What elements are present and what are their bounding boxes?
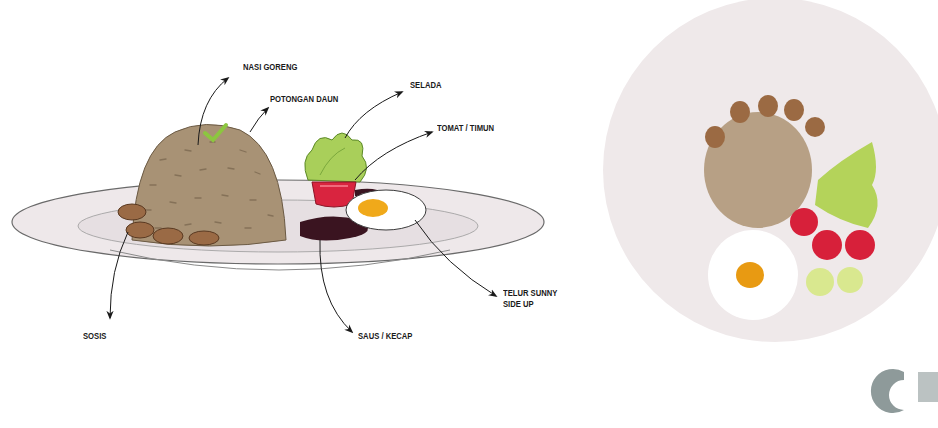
callout-label: NASI GORENG: [243, 62, 297, 73]
callout-label: POTONGAN DAUN: [270, 94, 338, 105]
plate-top-view: [603, 0, 938, 342]
callout-label: TELUR SUNNY SIDE UP: [503, 288, 571, 310]
callout-label: TOMAT / TIMUN: [437, 123, 494, 134]
callout-label: SAUS / KECAP: [358, 331, 412, 342]
callout-label: SELADA: [410, 80, 441, 91]
fried-egg: [346, 190, 426, 230]
logo-mark: [871, 369, 938, 413]
lettuce: [305, 133, 367, 182]
sausages: [118, 204, 219, 245]
fried-rice: [132, 124, 286, 246]
callout-label: SOSIS: [83, 331, 106, 342]
leader-lines: [110, 78, 496, 332]
